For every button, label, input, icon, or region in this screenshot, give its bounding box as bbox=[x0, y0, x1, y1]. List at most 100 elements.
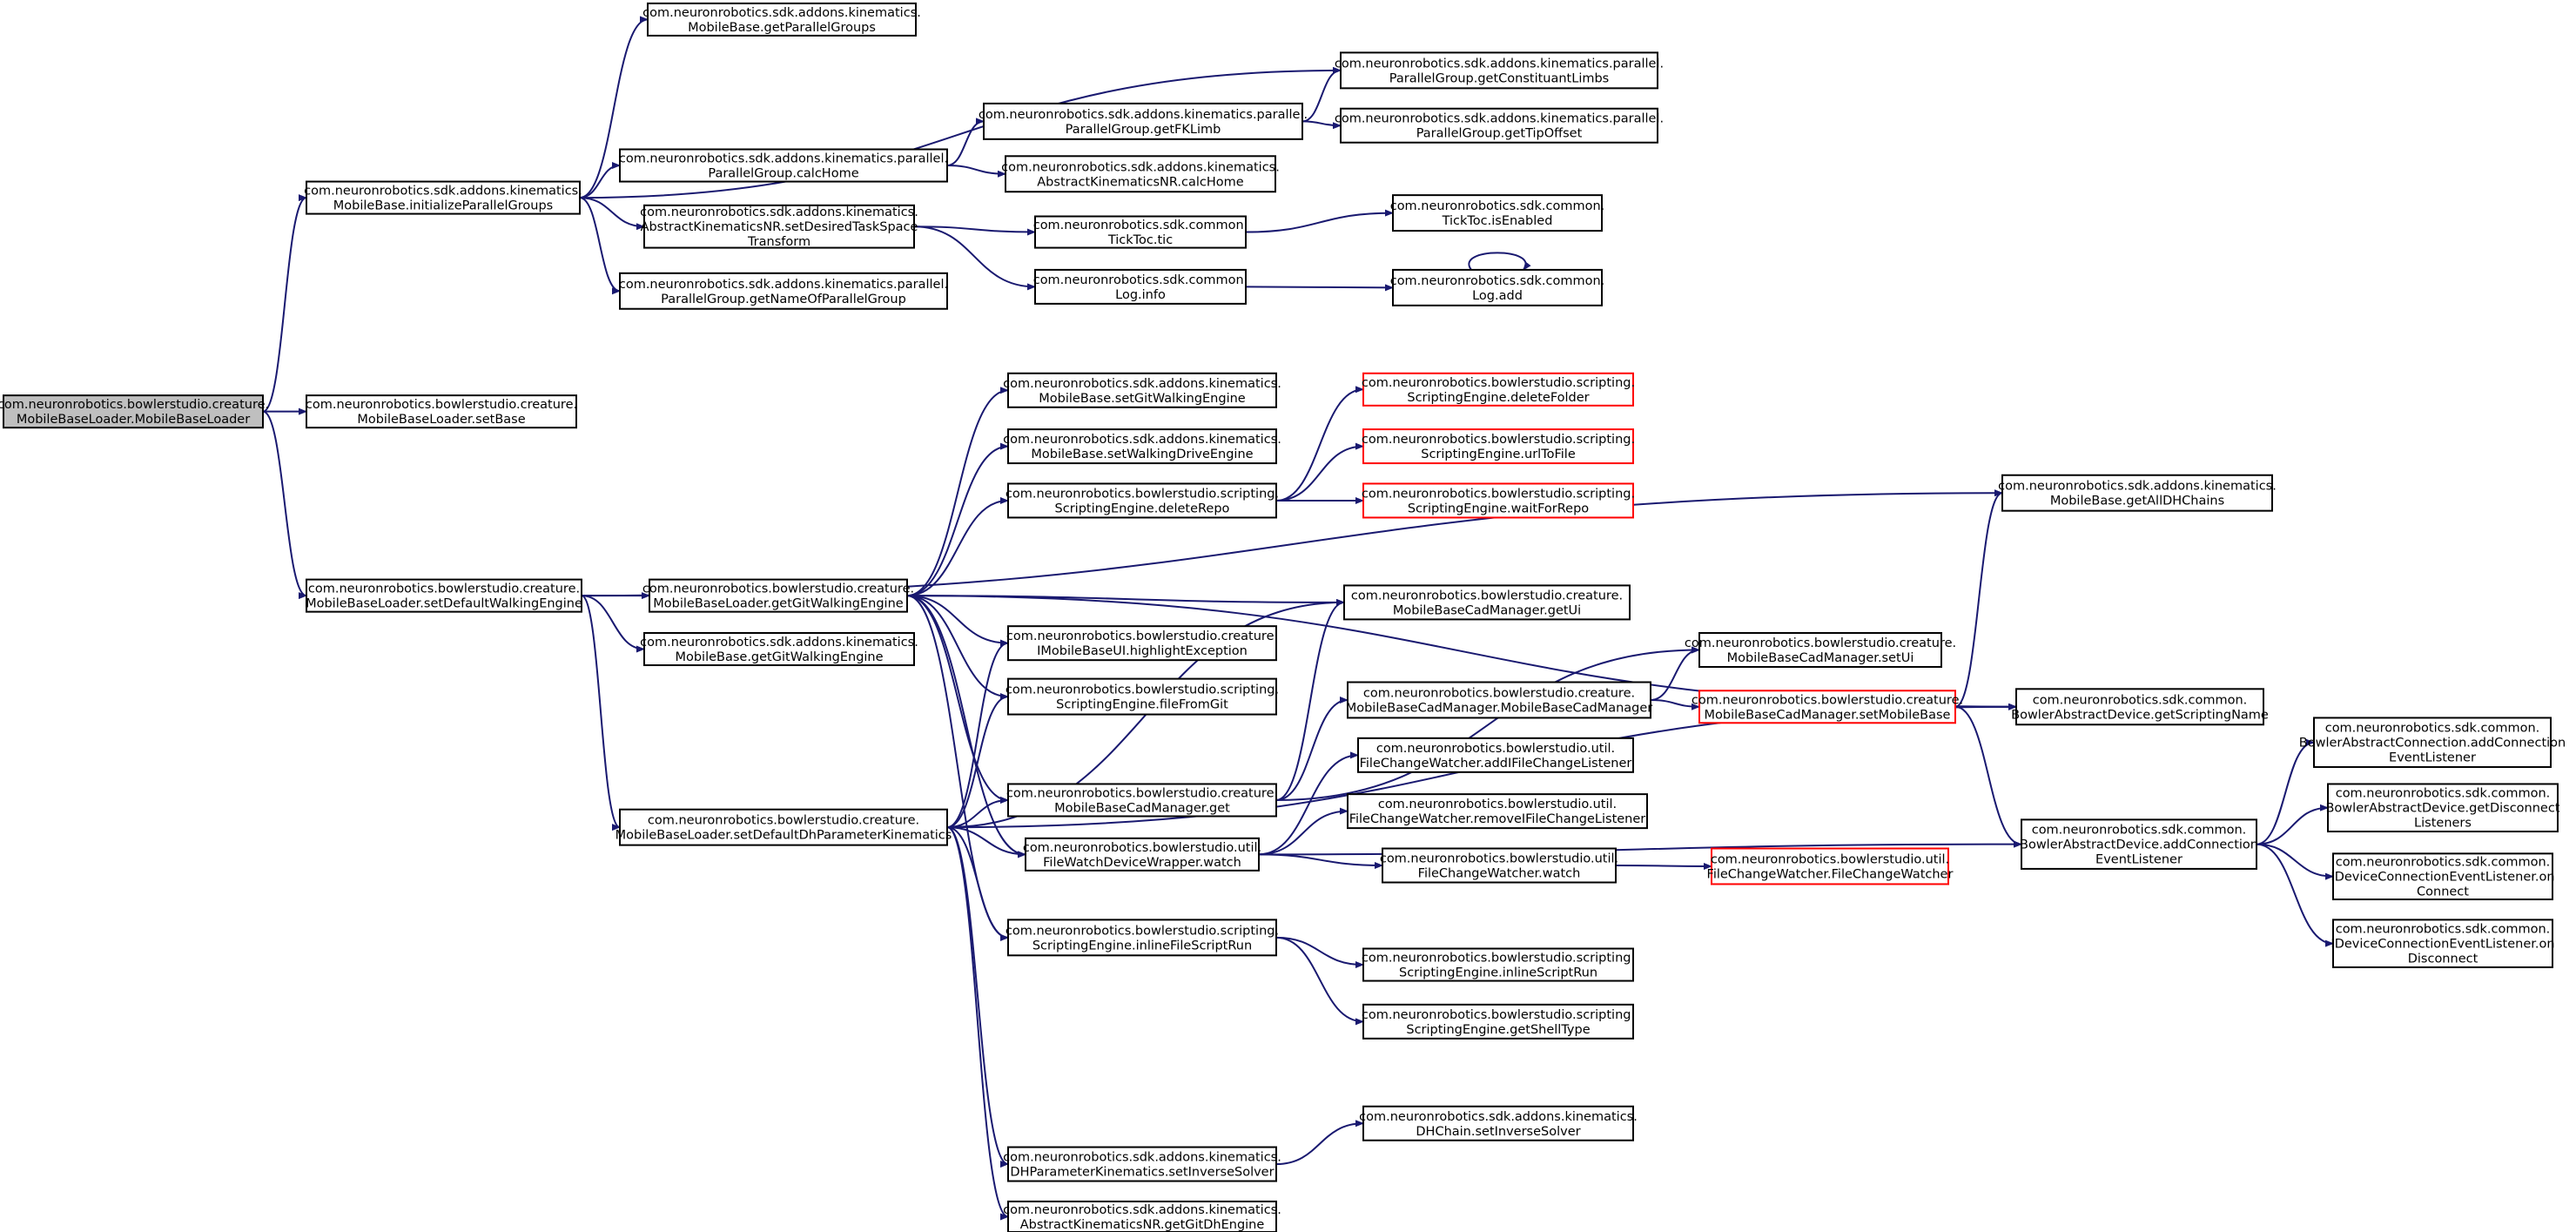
node-n7[interactable]: com.neuronrobotics.sdk.addons.kinematics… bbox=[619, 148, 948, 183]
node-n48[interactable]: com.neuronrobotics.sdk.common.BowlerAbst… bbox=[2325, 783, 2560, 833]
node-box bbox=[1007, 372, 1277, 408]
node-n37[interactable]: com.neuronrobotics.bowlerstudio.creature… bbox=[1692, 690, 1963, 724]
node-n43[interactable]: com.neuronrobotics.sdk.common.BowlerAbst… bbox=[2020, 818, 2258, 870]
node-n36[interactable]: com.neuronrobotics.bowlerstudio.creature… bbox=[1685, 631, 1956, 668]
node-n5[interactable]: com.neuronrobotics.sdk.addons.kinematics… bbox=[642, 2, 921, 37]
node-n12[interactable]: com.neuronrobotics.sdk.addons.kinematics… bbox=[1335, 107, 1664, 144]
node-n19[interactable]: com.neuronrobotics.sdk.addons.kinematics… bbox=[640, 631, 918, 667]
node-n17[interactable]: com.neuronrobotics.sdk.addons.kinematics… bbox=[1998, 474, 2277, 512]
node-box bbox=[1007, 1200, 1277, 1232]
node-n32[interactable]: com.neuronrobotics.bowlerstudio.scriptin… bbox=[1362, 428, 1635, 465]
node-label-line: EventListener bbox=[2095, 853, 2183, 867]
node-n15[interactable]: com.neuronrobotics.sdk.common.TickToc.is… bbox=[1390, 194, 1605, 232]
node-n20[interactable]: com.neuronrobotics.bowlerstudio.creature… bbox=[615, 808, 952, 846]
node-n30[interactable]: com.neuronrobotics.sdk.addons.kinematics… bbox=[1003, 1200, 1281, 1232]
node-label-line: com.neuronrobotics.bowlerstudio.creature… bbox=[1692, 693, 1963, 707]
node-label-line: com.neuronrobotics.bowlerstudio.scriptin… bbox=[1362, 376, 1635, 390]
node-box bbox=[1034, 215, 1247, 249]
edge-n14-to-n16 bbox=[1245, 284, 1394, 292]
node-label-line: ScriptingEngine.inlineScriptRun bbox=[1399, 966, 1597, 980]
node-n34[interactable]: com.neuronrobotics.bowlerstudio.creature… bbox=[1343, 584, 1631, 621]
node-label-line: Listeners bbox=[2414, 817, 2472, 831]
node-n24[interactable]: com.neuronrobotics.bowlerstudio.creature… bbox=[1006, 625, 1278, 662]
edge-n37-to-n43 bbox=[1954, 705, 2022, 848]
node-label-line: com.neuronrobotics.bowlerstudio.creature… bbox=[1351, 589, 1623, 603]
node-n28[interactable]: com.neuronrobotics.bowlerstudio.scriptin… bbox=[1006, 919, 1279, 957]
node-n45[interactable]: com.neuronrobotics.bowlerstudio.scriptin… bbox=[1362, 1003, 1635, 1040]
node-label-line: com.neuronrobotics.sdk.common. bbox=[1390, 199, 1605, 213]
node-n50[interactable]: com.neuronrobotics.sdk.common.IDeviceCon… bbox=[2331, 919, 2555, 968]
node-n44[interactable]: com.neuronrobotics.bowlerstudio.scriptin… bbox=[1362, 947, 1635, 982]
node-box bbox=[1362, 372, 1634, 407]
node-label-line: com.neuronrobotics.sdk.common. bbox=[2325, 722, 2540, 736]
node-box bbox=[1340, 107, 1658, 144]
node-n3[interactable]: com.neuronrobotics.bowlerstudio.creature… bbox=[306, 394, 577, 429]
node-n31[interactable]: com.neuronrobotics.bowlerstudio.scriptin… bbox=[1362, 372, 1635, 407]
node-n8[interactable]: com.neuronrobotics.sdk.addons.kinematics… bbox=[640, 204, 918, 249]
node-n6[interactable]: com.neuronrobotics.sdk.addons.kinematics… bbox=[1335, 51, 1664, 90]
edge-n18-to-n24 bbox=[906, 595, 1009, 647]
node-n16[interactable]: com.neuronrobotics.sdk.common.Log.add bbox=[1390, 268, 1605, 306]
edge-n27-to-n41 bbox=[1258, 853, 1383, 870]
node-n46[interactable]: com.neuronrobotics.sdk.addons.kinematics… bbox=[1359, 1105, 1638, 1141]
node-label-line: MobileBaseLoader.setDefaultDhParameterKi… bbox=[615, 829, 952, 843]
edge-n35-to-n37 bbox=[1650, 698, 1700, 710]
node-label-line: MobileBase.getParallelGroups bbox=[688, 21, 876, 35]
node-label-line: FileChangeWatcher.FileChangeWatcher bbox=[1707, 867, 1954, 881]
node-n41[interactable]: com.neuronrobotics.bowlerstudio.util.Fil… bbox=[1380, 847, 1618, 884]
node-label-line: MobileBaseCadManager.setUi bbox=[1727, 651, 1914, 665]
node-n22[interactable]: com.neuronrobotics.sdk.addons.kinematics… bbox=[1003, 428, 1281, 465]
node-n10[interactable]: com.neuronrobotics.sdk.addons.kinematics… bbox=[979, 102, 1308, 140]
edge-n7-to-n10 bbox=[946, 118, 985, 167]
edge-n20-to-n24 bbox=[946, 639, 1009, 829]
node-label-line: com.neuronrobotics.bowlerstudio.scriptin… bbox=[1362, 433, 1635, 447]
node-n18[interactable]: com.neuronrobotics.bowlerstudio.creature… bbox=[642, 578, 914, 613]
node-n27[interactable]: com.neuronrobotics.bowlerstudio.util.Fil… bbox=[1023, 837, 1261, 872]
node-label-line: MobileBaseCadManager.getUi bbox=[1393, 603, 1581, 617]
node-n25[interactable]: com.neuronrobotics.bowlerstudio.scriptin… bbox=[1006, 677, 1279, 716]
node-n9[interactable]: com.neuronrobotics.sdk.addons.kinematics… bbox=[619, 272, 948, 310]
node-label-line: com.neuronrobotics.sdk.addons.kinematics… bbox=[619, 152, 948, 166]
node-n14[interactable]: com.neuronrobotics.sdk.common.Log.info bbox=[1033, 268, 1248, 305]
node-label-line: com.neuronrobotics.sdk.addons.kinematics… bbox=[979, 108, 1308, 122]
node-n4[interactable]: com.neuronrobotics.bowlerstudio.creature… bbox=[306, 578, 582, 613]
node-label-line: com.neuronrobotics.sdk.addons.kinematics… bbox=[1359, 1110, 1638, 1124]
node-n40[interactable]: com.neuronrobotics.bowlerstudio.util.Fil… bbox=[1347, 793, 1648, 830]
node-n47[interactable]: com.neuronrobotics.sdk.common.BowlerAbst… bbox=[2299, 717, 2566, 768]
edge-n2-to-n5 bbox=[579, 16, 649, 199]
node-box bbox=[1362, 947, 1634, 982]
edge-n2-to-n7 bbox=[579, 162, 621, 199]
node-n39[interactable]: com.neuronrobotics.bowlerstudio.util.Fil… bbox=[1357, 737, 1634, 773]
node-label-line: com.neuronrobotics.bowlerstudio.creature… bbox=[0, 398, 269, 412]
node-box bbox=[1340, 51, 1658, 90]
node-label-line: FileChangeWatcher.removeIFileChangeListe… bbox=[1349, 812, 1646, 826]
node-label-line: com.neuronrobotics.sdk.addons.kinematics… bbox=[1003, 433, 1281, 447]
node-n33[interactable]: com.neuronrobotics.bowlerstudio.scriptin… bbox=[1362, 482, 1635, 519]
node-n26[interactable]: com.neuronrobotics.bowlerstudio.creature… bbox=[1006, 783, 1278, 818]
edge-n18-to-n21 bbox=[906, 387, 1009, 597]
node-box bbox=[1025, 837, 1260, 872]
node-label-line: com.neuronrobotics.bowlerstudio.scriptin… bbox=[1006, 683, 1279, 697]
node-label-line: com.neuronrobotics.bowlerstudio.creature… bbox=[1363, 686, 1635, 700]
node-n42[interactable]: com.neuronrobotics.bowlerstudio.util.Fil… bbox=[1707, 847, 1954, 885]
node-box bbox=[2021, 818, 2257, 870]
node-n21[interactable]: com.neuronrobotics.sdk.addons.kinematics… bbox=[1003, 372, 1281, 408]
node-n1[interactable]: com.neuronrobotics.bowlerstudio.creature… bbox=[0, 394, 269, 429]
node-n23[interactable]: com.neuronrobotics.bowlerstudio.scriptin… bbox=[1006, 482, 1279, 519]
node-n29[interactable]: com.neuronrobotics.sdk.addons.kinematics… bbox=[1003, 1146, 1281, 1182]
node-n13[interactable]: com.neuronrobotics.sdk.common.TickToc.ti… bbox=[1033, 215, 1248, 249]
node-label-line: MobileBaseCadManager.get bbox=[1054, 801, 1230, 815]
node-n38[interactable]: com.neuronrobotics.sdk.common.BowlerAbst… bbox=[2011, 688, 2269, 726]
node-n11[interactable]: com.neuronrobotics.sdk.addons.kinematics… bbox=[1001, 155, 1280, 193]
node-box bbox=[1362, 1105, 1634, 1141]
edge-n43-to-n47 bbox=[2256, 738, 2315, 845]
edge-n43-to-n50 bbox=[2256, 843, 2334, 947]
node-n49[interactable]: com.neuronrobotics.sdk.common.IDeviceCon… bbox=[2331, 852, 2555, 900]
node-n2[interactable]: com.neuronrobotics.sdk.addons.kinematics… bbox=[304, 180, 582, 215]
edge-n20-to-n25 bbox=[946, 693, 1009, 829]
node-label-line: ParallelGroup.calcHome bbox=[708, 167, 858, 181]
edge-n35-to-n36 bbox=[1650, 646, 1700, 701]
node-n35[interactable]: com.neuronrobotics.bowlerstudio.creature… bbox=[1346, 681, 1653, 719]
node-label-line: AbstractKinematicsNR.setDesiredTaskSpace bbox=[641, 220, 918, 234]
